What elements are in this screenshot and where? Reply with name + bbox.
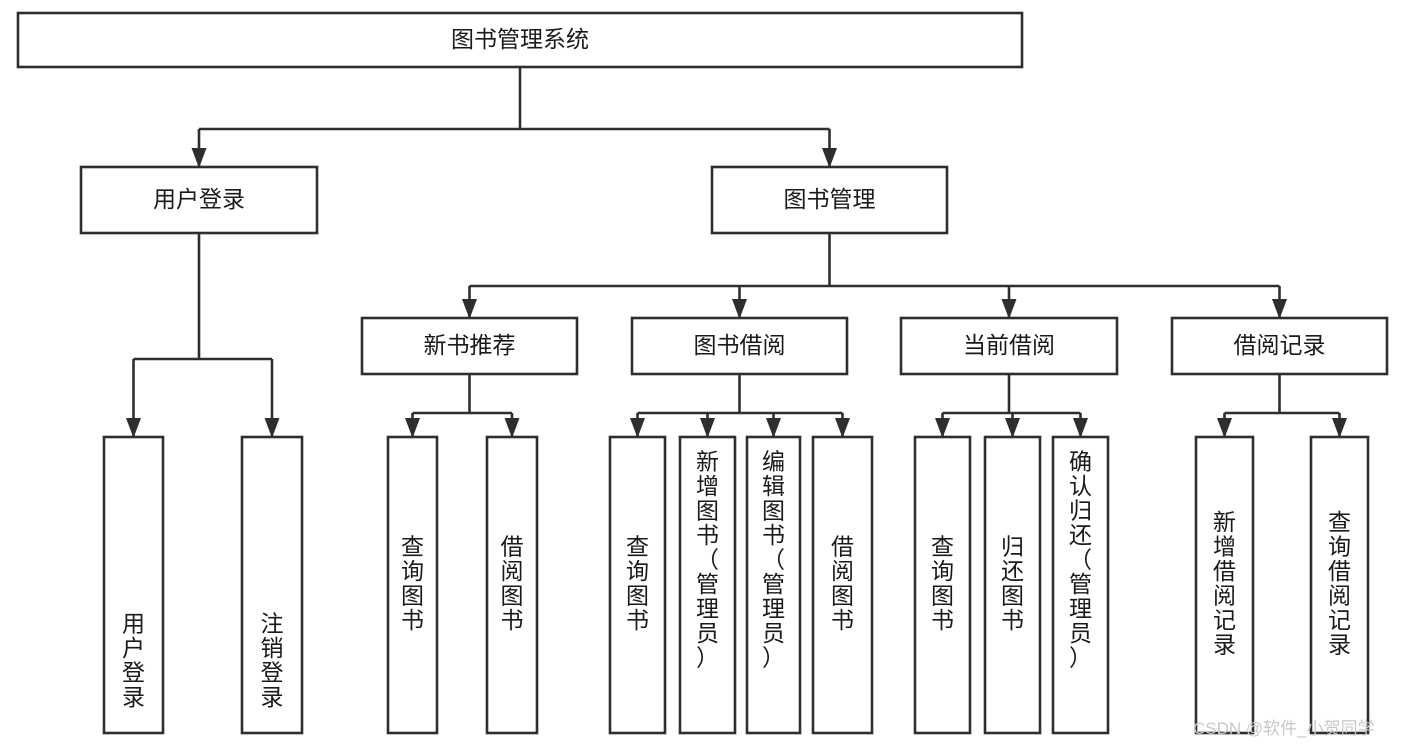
- arrow-head-icon: [405, 418, 420, 438]
- node-label-leaf-user-logout: 注销登录: [261, 610, 284, 710]
- arrow-head-icon: [700, 418, 715, 438]
- node-leaf-query-book-cur[interactable]: 查询图书: [913, 435, 972, 735]
- node-label-leaf-confirm-return: 确认归还（管理员）: [1069, 448, 1092, 670]
- node-current-borrow[interactable]: 当前借阅: [899, 316, 1119, 376]
- node-label-borrow-record: 借阅记录: [1234, 332, 1326, 358]
- watermark-label: CSDN @软件_小贺同学: [1193, 719, 1375, 738]
- node-book-manage[interactable]: 图书管理: [710, 165, 949, 235]
- node-root[interactable]: 图书管理系统: [16, 11, 1024, 69]
- node-box-leaf-query-record: [1309, 435, 1370, 735]
- node-box-leaf-query-book-cur: [913, 435, 972, 735]
- node-leaf-user-logout[interactable]: 注销登录: [240, 435, 304, 735]
- node-label-root: 图书管理系统: [451, 26, 589, 52]
- arrow-head-icon: [1217, 418, 1232, 438]
- node-box-user-login: [79, 165, 319, 235]
- arrow-head-icon: [630, 418, 645, 438]
- node-box-leaf-add-book: [678, 435, 737, 735]
- node-box-book-manage: [710, 165, 949, 235]
- node-leaf-borrow-book-rec[interactable]: 借阅图书: [485, 435, 539, 735]
- node-label-current-borrow: 当前借阅: [963, 332, 1055, 358]
- node-borrow-record[interactable]: 借阅记录: [1170, 316, 1389, 376]
- node-book-borrow[interactable]: 图书借阅: [630, 316, 849, 376]
- node-leaf-borrow-book[interactable]: 借阅图书: [811, 435, 874, 735]
- node-box-leaf-confirm-return: [1051, 435, 1110, 735]
- node-label-leaf-borrow-book: 借阅图书: [831, 533, 854, 633]
- node-box-leaf-query-book-rec: [386, 435, 439, 735]
- node-label-book-borrow: 图书借阅: [694, 332, 786, 358]
- node-box-leaf-edit-book: [745, 435, 802, 735]
- node-leaf-add-record[interactable]: 新增借阅记录: [1194, 435, 1255, 735]
- arrow-head-icon: [462, 299, 477, 319]
- arrow-head-icon: [1001, 299, 1017, 319]
- node-label-leaf-add-record: 新增借阅记录: [1213, 509, 1236, 658]
- node-leaf-add-book[interactable]: 新增图书（管理员）: [678, 435, 737, 735]
- arrow-head-icon: [1073, 418, 1088, 438]
- arrow-head-icon: [935, 418, 950, 438]
- node-box-current-borrow: [899, 316, 1119, 376]
- node-box-leaf-borrow-book-rec: [485, 435, 539, 735]
- arrow-head-icon: [1005, 418, 1020, 438]
- node-label-leaf-query-book-bor: 查询图书: [626, 533, 649, 633]
- node-box-leaf-user-login: [102, 435, 165, 735]
- arrow-head-icon: [822, 148, 837, 168]
- arrow-head-icon: [191, 148, 207, 168]
- arrow-head-icon: [1332, 418, 1347, 438]
- nodes-layer: 图书管理系统用户登录图书管理新书推荐图书借阅当前借阅借阅记录用户登录注销登录查询…: [16, 11, 1389, 735]
- arrow-head-icon: [1272, 299, 1287, 319]
- node-leaf-query-book-rec[interactable]: 查询图书: [386, 435, 439, 735]
- arrow-head-icon: [264, 418, 280, 438]
- node-label-leaf-query-book-rec: 查询图书: [401, 533, 424, 633]
- node-leaf-return-book[interactable]: 归还图书: [983, 435, 1042, 735]
- arrow-head-icon: [766, 418, 781, 438]
- arrow-head-icon: [126, 418, 141, 438]
- node-box-borrow-record: [1170, 316, 1389, 376]
- node-label-new-book-recommend: 新书推荐: [424, 332, 516, 358]
- node-box-leaf-add-record: [1194, 435, 1255, 735]
- node-label-book-manage: 图书管理: [784, 186, 876, 212]
- node-label-leaf-query-record: 查询借阅记录: [1328, 509, 1351, 658]
- node-label-leaf-edit-book: 编辑图书（管理员）: [762, 448, 785, 670]
- arrow-head-icon: [732, 299, 747, 319]
- node-box-new-book-recommend: [360, 316, 579, 376]
- node-leaf-confirm-return[interactable]: 确认归还（管理员）: [1051, 435, 1110, 735]
- node-box-leaf-user-logout: [240, 435, 304, 735]
- node-label-leaf-add-book: 新增图书（管理员）: [696, 448, 719, 670]
- node-box-root: [16, 11, 1024, 69]
- arrow-head-icon: [504, 418, 520, 438]
- node-leaf-query-record[interactable]: 查询借阅记录: [1309, 435, 1370, 735]
- node-label-leaf-return-book: 归还图书: [1001, 533, 1024, 633]
- node-label-user-login: 用户登录: [153, 186, 245, 212]
- node-label-leaf-query-book-cur: 查询图书: [931, 533, 954, 633]
- node-label-leaf-borrow-book-rec: 借阅图书: [501, 533, 524, 633]
- node-box-leaf-borrow-book: [811, 435, 874, 735]
- node-label-leaf-user-login: 用户登录: [122, 610, 145, 710]
- node-leaf-query-book-bor[interactable]: 查询图书: [608, 435, 667, 735]
- node-box-book-borrow: [630, 316, 849, 376]
- arrow-head-icon: [835, 418, 850, 438]
- node-leaf-user-login[interactable]: 用户登录: [102, 435, 165, 735]
- node-new-book-recommend[interactable]: 新书推荐: [360, 316, 579, 376]
- node-box-leaf-return-book: [983, 435, 1042, 735]
- connectors-layer: [126, 67, 1347, 438]
- node-box-leaf-query-book-bor: [608, 435, 667, 735]
- node-user-login[interactable]: 用户登录: [79, 165, 319, 235]
- node-leaf-edit-book[interactable]: 编辑图书（管理员）: [745, 435, 802, 735]
